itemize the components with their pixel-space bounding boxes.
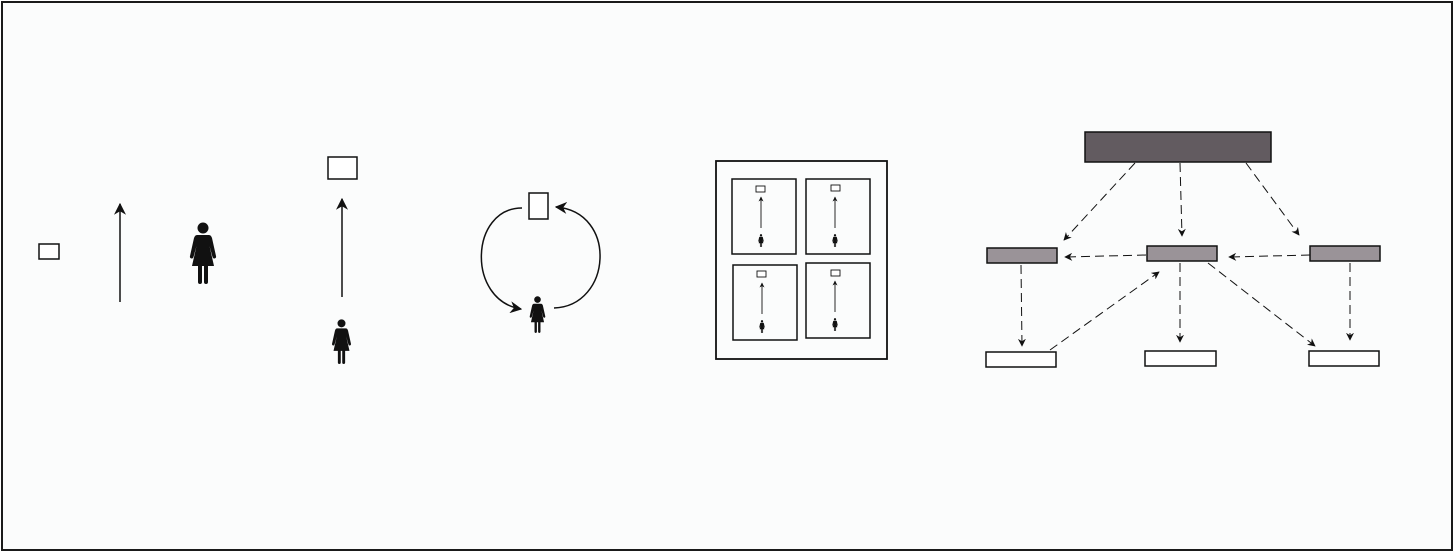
mini-panel (732, 264, 798, 341)
edge-left-to-leaf-left (1017, 264, 1026, 347)
hierarchy-edges (1017, 162, 1354, 351)
object-box-icon (756, 270, 767, 278)
edge-root-to-right (1245, 162, 1300, 236)
leaf-node-left (985, 351, 1057, 368)
object-box-icon (327, 156, 358, 180)
mini-panel (805, 178, 871, 255)
woman-figure-icon (759, 320, 765, 333)
cycle-arrow-right (553, 201, 601, 309)
leaf-node-right (1308, 350, 1380, 367)
edge-leaf-left-to-center (1049, 271, 1160, 351)
middle-node-center (1146, 245, 1218, 262)
panel-hierarchy (985, 131, 1381, 368)
leaf-node-center (1144, 350, 1217, 367)
woman-figure-icon (758, 234, 764, 247)
edge-root-to-center (1177, 162, 1186, 237)
panel-cycle (480, 192, 601, 333)
root-node (1084, 131, 1272, 163)
woman-figure-icon (832, 234, 838, 247)
cycle-arrow-left (480, 207, 523, 314)
panel-grid (715, 160, 888, 360)
object-box-icon (830, 184, 841, 192)
object-box-icon (528, 192, 549, 220)
object-box-icon (38, 243, 60, 260)
woman-figure-icon (331, 319, 352, 364)
edge-center-to-leaf-right (1207, 262, 1316, 347)
woman-figure-icon (832, 318, 838, 331)
grid-outer-frame (715, 160, 888, 360)
edge-root-to-left (1063, 162, 1136, 241)
object-box-icon (830, 269, 841, 277)
middle-node-left (986, 247, 1058, 264)
woman-figure-icon (189, 222, 217, 284)
edge-right-to-center (1228, 252, 1311, 261)
middle-node-right (1309, 245, 1381, 262)
edge-center-to-left (1064, 252, 1147, 261)
panel-person-arrow-object (327, 156, 358, 364)
panel-object-arrow-person (38, 202, 217, 302)
mini-panel (731, 178, 797, 255)
woman-figure-icon (529, 296, 546, 333)
mini-panel (805, 262, 871, 339)
object-box-icon (755, 185, 766, 193)
